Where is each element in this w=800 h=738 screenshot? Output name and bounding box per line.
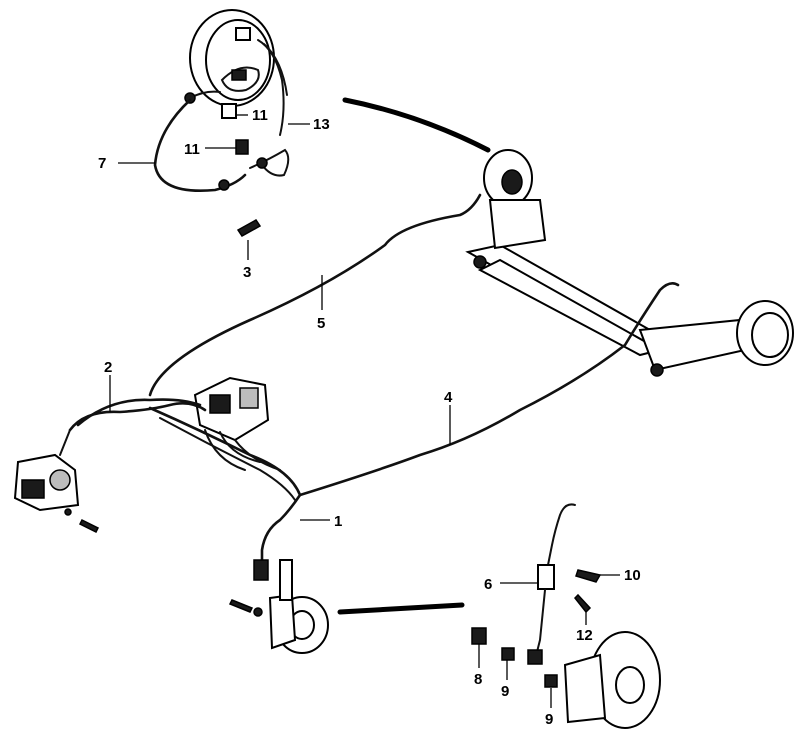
rear-axle-beam <box>465 149 794 377</box>
callout-4: 4 <box>444 389 453 406</box>
callout-12: 12 <box>576 627 593 644</box>
brake-pipes <box>68 193 680 581</box>
master-cylinder-unit <box>193 376 281 471</box>
callout-9-right: 9 <box>545 711 553 728</box>
front-right-brake-detail <box>471 503 661 729</box>
callout-7: 7 <box>98 155 106 172</box>
callout-3: 3 <box>243 264 251 281</box>
callout-11-lower: 11 <box>184 141 200 158</box>
callout-5: 5 <box>317 315 325 332</box>
callout-11-upper: 11 <box>252 107 268 124</box>
callout-1: 1 <box>334 513 342 530</box>
callout-9-left: 9 <box>501 683 509 700</box>
callout-6: 6 <box>484 576 492 593</box>
rear-clip-parts <box>221 103 290 177</box>
rear-drum-brake-detail <box>184 9 288 136</box>
front-right-disc-small <box>228 559 329 654</box>
leader-lines <box>109 114 620 708</box>
detail-pointer-rear <box>342 97 491 153</box>
callout-10: 10 <box>624 567 641 584</box>
rear-flex-hose <box>153 98 247 192</box>
bleeder-bolt <box>236 219 262 237</box>
callout-labels: 7 11 11 13 3 5 2 4 1 6 10 12 8 9 9 <box>98 107 641 728</box>
front-left-caliper <box>13 429 100 534</box>
callout-8: 8 <box>474 671 482 688</box>
callout-2: 2 <box>104 359 112 376</box>
callout-13: 13 <box>313 116 330 133</box>
detail-pointer-front <box>337 602 465 615</box>
